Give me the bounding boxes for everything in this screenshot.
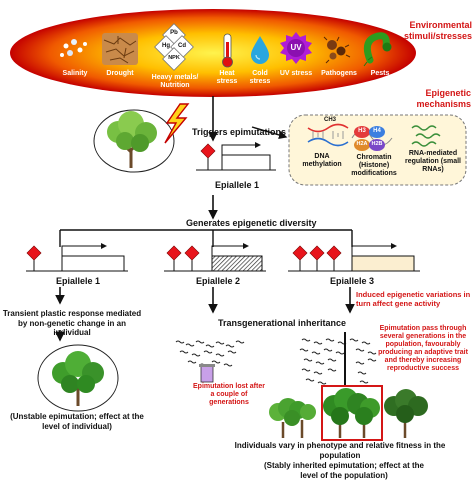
drought-icon xyxy=(102,33,138,65)
stress-label-pathogens: Pathogens xyxy=(321,70,357,77)
salinity-icon xyxy=(60,39,87,57)
stress-label-drought: Drought xyxy=(106,70,134,77)
flask-icon xyxy=(199,364,215,383)
generates-label: Generates epigenetic diversity xyxy=(186,218,317,228)
stress-label-salinity: Salinity xyxy=(62,70,88,77)
symbol-pb: Pb xyxy=(170,30,178,36)
induced-note: Induced epigenetic variations in turn af… xyxy=(356,290,471,308)
mechanism-chromatin: Chromatin (Histone) modifications xyxy=(351,154,397,177)
persisting-epimutation-icon xyxy=(299,338,377,385)
stress-label-heat: Heat stress xyxy=(216,70,238,85)
thermometer-icon xyxy=(222,33,233,68)
methyl-label: CH3 xyxy=(323,117,336,123)
pass-through-label: Epimutation pass through several generat… xyxy=(378,325,468,372)
stress-title: Environmental stimuli/stresses xyxy=(403,20,472,41)
left-tree-circle xyxy=(37,344,119,412)
stable-epimutation-label: (Stably inherited epimutation; effect at… xyxy=(263,461,424,480)
transgenerational-label: Transgenerational inheritance xyxy=(218,318,347,328)
mechanisms-title: Epigenetic mechanisms xyxy=(416,88,471,109)
stress-label-cold: Cold stress xyxy=(249,70,271,85)
stress-label-heavy-metals: Heavy metals/ Nutrition xyxy=(151,74,199,89)
epiallele-1-label: Epiallele 1 xyxy=(56,276,101,286)
histone-icon xyxy=(351,126,393,151)
transient-response-label: Transient plastic response mediated by n… xyxy=(2,309,142,337)
epiallele-2-label: Epiallele 2 xyxy=(196,276,241,286)
stress-ellipse xyxy=(10,9,416,97)
symbol-npk: NPK xyxy=(168,55,180,61)
histone-h2a: H2A xyxy=(356,141,368,147)
rna-icon xyxy=(411,125,441,147)
left-tree-icon xyxy=(52,351,104,406)
histone-h3: H3 xyxy=(358,128,366,134)
individuals-vary-label: Individuals vary in phenotype and relati… xyxy=(234,441,446,460)
pathogen-icon xyxy=(323,36,351,64)
top-epiallele-gene xyxy=(196,142,276,171)
symbol-hg: Hg xyxy=(162,43,170,49)
tree-icon xyxy=(107,111,157,168)
symbol-cd: Cd xyxy=(178,43,186,49)
mechanism-dna-methylation: DNA methylation xyxy=(302,153,342,168)
epiallele-1-top-label: Epiallele 1 xyxy=(215,180,260,190)
uv-symbol: UV xyxy=(290,43,302,52)
histone-h2b: H2B xyxy=(371,141,383,147)
epiallele-3-gene xyxy=(288,243,420,272)
epimutation-lost-label: Epimutation lost after a couple of gener… xyxy=(193,383,265,406)
population-trees xyxy=(269,385,428,441)
stress-label-uv: UV stress xyxy=(279,70,313,77)
epiallele-1-gene xyxy=(26,243,128,272)
histone-h4: H4 xyxy=(373,128,381,134)
dna-helix-icon xyxy=(307,123,349,147)
stress-label-pests: Pests xyxy=(370,70,390,77)
epiallele-3-label: Epiallele 3 xyxy=(330,276,375,286)
epiallele-2-gene xyxy=(164,243,266,272)
triggers-label: Triggers epimutations xyxy=(192,127,287,137)
pest-icon xyxy=(363,32,392,67)
heavy-metals-icon xyxy=(154,23,194,71)
unstable-epimutation-label: (Unstable epimutation; effect at the lev… xyxy=(10,412,144,431)
fading-epimutation-icon xyxy=(175,340,245,367)
lightning-bolt-icon xyxy=(164,103,190,144)
uv-badge-icon xyxy=(280,32,312,64)
cold-drop-icon xyxy=(251,36,269,64)
mechanism-rna: RNA-mediated regulation (small RNAs) xyxy=(404,150,461,173)
